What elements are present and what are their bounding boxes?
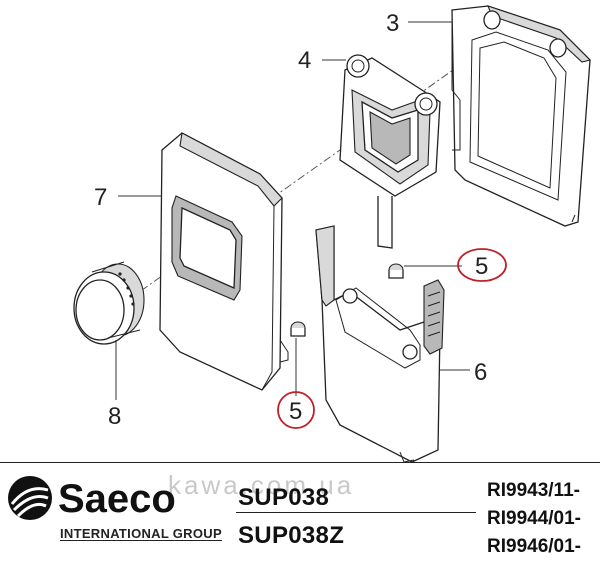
footer-rule-models: [236, 512, 476, 513]
model-code-2: SUP038Z: [238, 522, 345, 549]
part-5-screw-upper: [388, 263, 404, 279]
watermark-text: kawa.com.ua: [168, 470, 355, 500]
saeco-logo: Saeco: [8, 476, 176, 521]
part-6-back-bracket: [315, 225, 445, 463]
callout-7: 7: [94, 184, 107, 211]
part-3-rear-panel: [451, 5, 592, 227]
part-7-front-cover: [159, 132, 289, 391]
highlight-circle-5-lower: [277, 391, 315, 429]
reference-code-1: RI9943/11-: [487, 480, 580, 501]
callout-5-upper: 5: [475, 253, 488, 280]
model-code-1: SUP038: [238, 484, 330, 511]
footer-rule-top: [0, 462, 600, 463]
callout-8: 8: [108, 403, 121, 430]
reference-code-3: RI9946/01-: [487, 536, 582, 557]
part-8-knob: [73, 261, 145, 345]
callout-5-lower: 5: [289, 398, 302, 425]
saeco-swirl-icon: [8, 476, 52, 520]
highlight-circle-5-upper: [457, 248, 507, 282]
callout-6: 6: [474, 359, 487, 386]
reference-code-2: RI9944/01-: [487, 508, 582, 529]
part-5-screw-lower: [290, 321, 306, 337]
brand-subtitle: INTERNATIONAL GROUP: [60, 526, 222, 541]
part-4-bracket-box: [339, 54, 441, 249]
title-block: [0, 462, 600, 561]
brand-name: Saeco: [58, 477, 176, 521]
callout-4: 4: [298, 47, 311, 74]
callout-3: 3: [386, 10, 399, 37]
